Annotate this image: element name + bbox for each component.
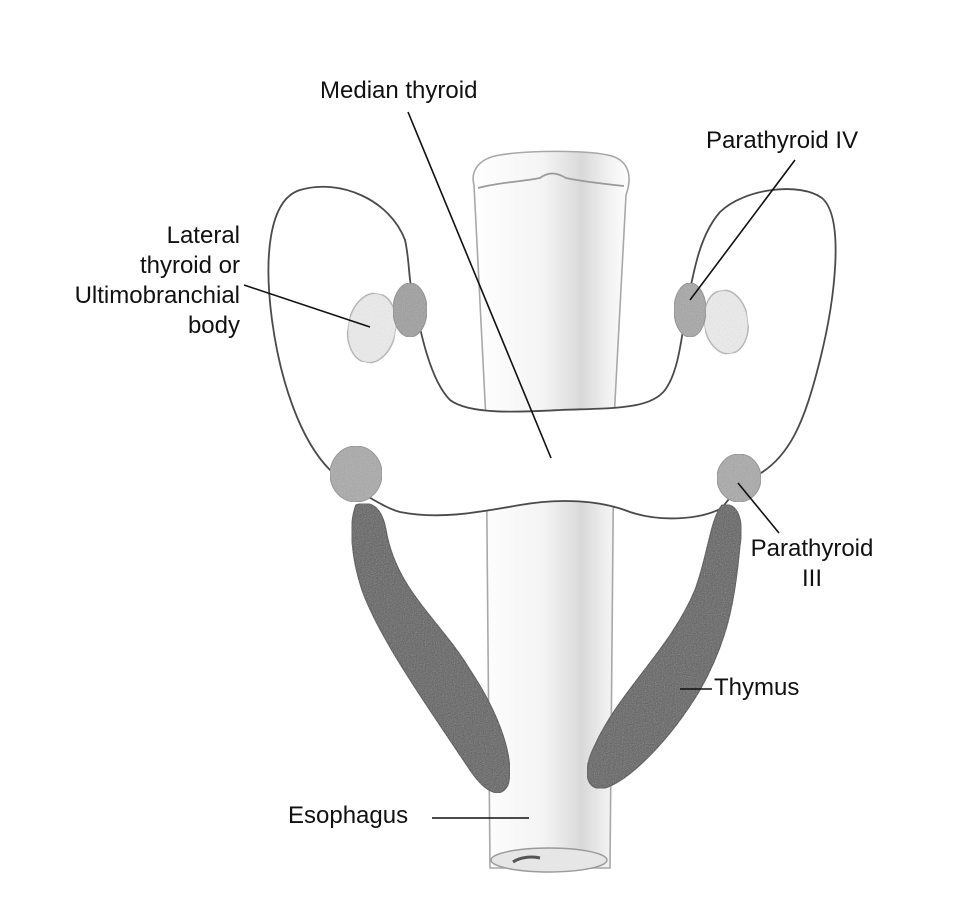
- label-lateral-thyroid-line-3: Ultimobranchial: [74, 282, 240, 309]
- label-lateral-thyroid-line-4: body: [187, 312, 240, 339]
- left-ultimobranchial-body: [346, 292, 398, 364]
- right-parathyroid-iv: [673, 282, 707, 338]
- label-lateral-thyroid: Lateral thyroid or Ultimobranchial body: [40, 221, 240, 341]
- label-median-thyroid: Median thyroid: [320, 77, 478, 104]
- leader-median-thyroid: [407, 111, 552, 459]
- leader-parathyroid-iii: [737, 482, 780, 534]
- right-parathyroid-iii: [716, 453, 762, 503]
- right-ultimobranchial-body: [703, 289, 749, 355]
- label-lateral-thyroid-line-2: thyroid or: [139, 252, 240, 279]
- label-parathyroid-iv: Parathyroid IV: [706, 127, 859, 154]
- label-thymus: Thymus: [714, 674, 800, 701]
- leader-lines: [243, 111, 796, 819]
- label-parathyroid-iii: Parathyroid III: [740, 534, 884, 594]
- label-parathyroid-iii-line-2: III: [801, 565, 822, 592]
- left-thymus-lobe: [351, 503, 511, 794]
- median-thyroid: [267, 185, 837, 520]
- left-parathyroid-iv: [392, 282, 428, 338]
- label-lateral-thyroid-line-1: Lateral: [166, 222, 240, 249]
- esophagus: [472, 150, 630, 873]
- label-esophagus: Esophagus: [288, 802, 409, 829]
- label-parathyroid-iii-line-1: Parathyroid: [750, 535, 874, 562]
- right-thymus-lobe: [586, 504, 742, 790]
- left-parathyroid-iii: [329, 445, 383, 503]
- leader-lateral-thyroid: [243, 284, 371, 328]
- leader-parathyroid-iv: [689, 159, 796, 301]
